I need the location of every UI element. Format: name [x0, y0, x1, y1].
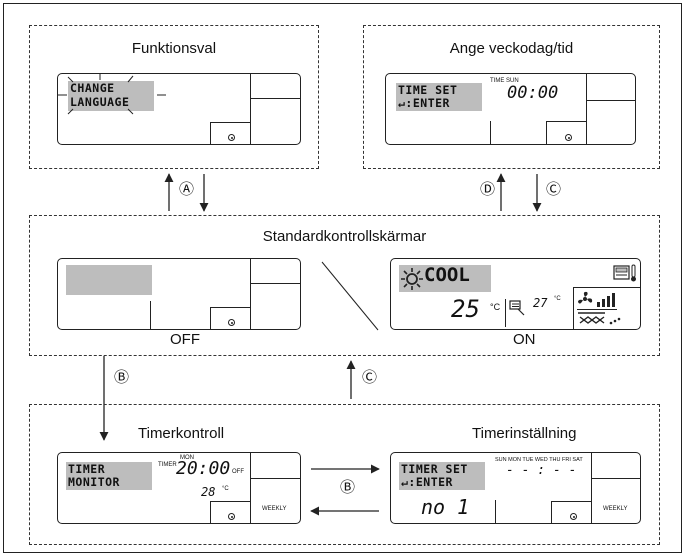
lcd-divider — [587, 100, 635, 101]
on-state-label: ON — [513, 331, 536, 348]
clock-time: 00:00 — [507, 83, 559, 103]
weekly-indicator: WEEKLY — [603, 506, 628, 512]
lcd-divider — [251, 283, 300, 284]
lcd-divider — [552, 501, 591, 502]
lcd-divider — [592, 478, 640, 479]
room-temp-unit: °C — [554, 296, 561, 302]
lcd-line-1: TIMER SET — [401, 462, 468, 476]
lcd-line-1: TIMER — [68, 462, 106, 476]
timer-temp-unit: °C — [222, 486, 229, 492]
function-select-lcd: CHANGE LANGUAGE — [57, 73, 301, 145]
timer-monitor-title: Timerkontroll — [138, 425, 225, 442]
sensor-dot-icon — [228, 134, 235, 141]
function-select-title: Funktionsval — [131, 40, 217, 57]
on-lcd: COOL 25 °C 27 °C — [390, 258, 641, 330]
function-select-box: Funktionsval CHANGE LANGUAGE — [29, 25, 319, 169]
lcd-highlight — [396, 83, 482, 111]
connector-label-c: Ⓒ — [546, 181, 562, 198]
lcd-highlight — [66, 265, 152, 295]
timer-time: 20:00 — [176, 458, 231, 479]
weekday-time-title: Ange veckodag/tid — [449, 40, 574, 57]
lcd-highlight — [399, 265, 491, 292]
lcd-divider — [250, 259, 251, 329]
timer-setting-time: - - : - - — [506, 463, 577, 478]
timer-swap-arrows — [310, 464, 380, 516]
lcd-divider — [150, 301, 151, 329]
flash-rays-icon — [58, 74, 166, 115]
lcd-divider — [250, 74, 251, 144]
sensor-dot-icon — [565, 134, 572, 141]
lcd-highlight — [68, 81, 154, 111]
timer-box: Timerkontroll Timerinställning TIMER MON… — [29, 404, 660, 545]
lcd-line-2: ↵:ENTER — [401, 475, 453, 489]
lcd-divider — [251, 98, 300, 99]
lcd-divider — [211, 307, 250, 308]
lcd-divider — [490, 121, 491, 144]
weekly-indicator: WEEKLY — [262, 506, 287, 512]
lcd-divider — [251, 478, 300, 479]
weekday-time-box: Ange veckodag/tid TIME SET ↵:ENTER TIME … — [363, 25, 660, 169]
off-indicator: OFF — [232, 469, 244, 475]
lcd-divider — [586, 74, 587, 144]
connector-label-b: Ⓑ — [114, 369, 130, 386]
off-lcd — [57, 258, 301, 330]
off-state-label: OFF — [170, 331, 200, 348]
connector-label-b2: Ⓑ — [340, 479, 356, 496]
day-label: MON — [180, 455, 194, 461]
sensor-dot-icon — [570, 513, 577, 520]
lcd-divider — [210, 501, 211, 523]
timer-setting-lcd: TIMER SET ↵:ENTER SUN MON TUE WED THU FR… — [390, 452, 641, 524]
connector-arrows-middle — [99, 356, 356, 441]
lcd-divider — [551, 501, 552, 523]
timer-setting-title: Timerinställning — [472, 425, 577, 442]
time-sun-label: TIME SUN — [490, 78, 519, 84]
lcd-line-1: TIME SET — [398, 83, 458, 97]
lcd-divider — [547, 121, 586, 122]
standard-screens-title: Standardkontrollskärmar — [262, 228, 427, 245]
lcd-divider — [573, 287, 574, 329]
connector-label-d: Ⓓ — [480, 181, 496, 198]
lcd-divider — [546, 121, 547, 144]
louver-swing-icon — [509, 300, 525, 316]
lcd-line-1: CHANGE — [70, 81, 115, 95]
set-temp-unit: °C — [490, 302, 501, 312]
connector-label-c2: Ⓒ — [362, 369, 378, 386]
lcd-divider — [210, 122, 211, 144]
lcd-divider — [573, 287, 640, 288]
room-temperature: 27 — [533, 296, 548, 310]
lcd-divider — [210, 307, 211, 329]
lcd-divider — [495, 500, 496, 523]
lcd-line-2: MONITOR — [68, 475, 120, 489]
lcd-divider — [211, 122, 250, 123]
diagram-frame: Funktionsval CHANGE LANGUAGE — [3, 3, 682, 553]
lcd-line-2: ↵:ENTER — [398, 96, 450, 110]
off-on-separator — [321, 261, 379, 331]
cool-mode-icon — [401, 268, 423, 290]
louver-icon — [578, 312, 621, 325]
mode-text: COOL — [424, 264, 470, 286]
connector-label-a: Ⓐ — [179, 181, 195, 198]
standard-screens-box: Standardkontrollskärmar — [29, 215, 660, 356]
connector-arrows-top — [164, 173, 542, 212]
fan-speed-icon — [578, 291, 615, 307]
timer-monitor-lcd: TIMER MONITOR TIMER MON 20:00 OFF 28 °C … — [57, 452, 301, 524]
timer-label: TIMER — [158, 462, 177, 468]
timer-temperature: 28 — [201, 485, 216, 499]
set-temperature: 25 — [451, 295, 480, 323]
weekday-time-lcd: TIME SET ↵:ENTER TIME SUN 00:00 — [385, 73, 636, 145]
lcd-highlight — [399, 462, 485, 490]
sensor-dot-icon — [228, 513, 235, 520]
lcd-divider — [250, 453, 251, 523]
lcd-highlight — [66, 462, 152, 490]
thermostat-icon — [613, 264, 636, 282]
lcd-divider — [577, 309, 617, 310]
lcd-divider — [211, 501, 250, 502]
program-number: no 1 — [421, 495, 470, 519]
sensor-dot-icon — [228, 319, 235, 326]
lcd-divider — [591, 453, 592, 523]
lcd-divider — [505, 299, 506, 327]
lcd-line-2: LANGUAGE — [70, 95, 130, 109]
weekday-labels: SUN MON TUE WED THU FRI SAT — [495, 457, 583, 463]
